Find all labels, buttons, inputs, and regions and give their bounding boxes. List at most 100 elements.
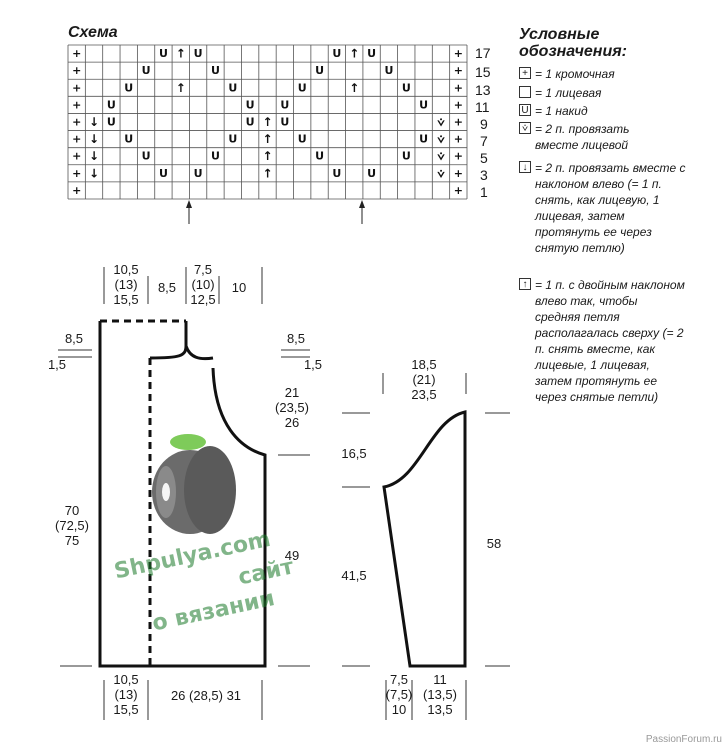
dim-sleeve-lower: 41,5 xyxy=(341,568,367,583)
double-dec-symbol: ↑ xyxy=(176,47,186,61)
edge-stitch-symbol: + xyxy=(454,150,463,163)
dim-shoulder-left: 8,5 xyxy=(64,331,84,346)
yarn-over-symbol: U xyxy=(228,133,237,146)
dim-shoulder-left-small: 1,5 xyxy=(47,357,67,372)
row-number: 5 xyxy=(480,150,488,166)
body-pattern-shape xyxy=(98,319,267,668)
legend-title-line: обозначения: xyxy=(519,43,627,60)
k2tog-symbol: ⩒ xyxy=(436,132,445,146)
yarn-over-symbol: U xyxy=(194,167,203,180)
sleeve-pattern-shape xyxy=(382,410,467,668)
edge-stitch-symbol: + xyxy=(454,133,463,146)
dim-sleeve-bottom-left: 7,5 (7,5) 10 xyxy=(385,672,413,717)
edge-stitch-symbol: + xyxy=(72,64,81,77)
arrow-up-icon: ↑ xyxy=(519,278,531,290)
dim-top-mid: 8,5 xyxy=(157,280,177,295)
yarn-over-symbol: U xyxy=(159,167,168,180)
legend-item-yarn-over: U = 1 накид xyxy=(519,103,719,119)
dim-bottom-width: 26 (28,5) 31 xyxy=(170,688,242,703)
edge-stitch-symbol: + xyxy=(454,64,463,77)
edge-stitch-symbol: + xyxy=(72,98,81,111)
edge-stitch-symbol: + xyxy=(72,150,81,163)
dim-side: 49 xyxy=(284,548,300,563)
yarn-over-symbol: U xyxy=(419,98,428,111)
dim-sleeve-bottom-right: 11 (13,5) 13,5 xyxy=(423,672,457,717)
yarn-spool-image xyxy=(140,430,250,540)
dim-shoulder-right-small: 1,5 xyxy=(303,357,323,372)
knit-stitch-icon xyxy=(519,86,531,98)
legend-item-k2tog-left: ↓ = 2 п. провязать вместе с наклоном вле… xyxy=(519,160,687,256)
yarn-over-symbol: U xyxy=(298,81,307,94)
dim-shoulder-right: 8,5 xyxy=(286,331,306,346)
dim-top-right: 10 xyxy=(231,280,247,295)
edge-stitch-symbol: + xyxy=(454,81,463,94)
yarn-over-symbol: U xyxy=(332,167,341,180)
scheme-title: Схема xyxy=(68,24,118,41)
yarn-over-symbol: U xyxy=(402,150,411,163)
legend-item-k2tog: ⩒ = 2 п. провязать вместе лицевой xyxy=(519,121,669,153)
yarn-over-symbol: U xyxy=(211,64,220,77)
yarn-over-symbol: U xyxy=(280,116,289,129)
yarn-over-symbol: U xyxy=(419,133,428,146)
yarn-over-symbol: U xyxy=(332,47,341,60)
yarn-over-symbol: U xyxy=(298,133,307,146)
double-dec-symbol: ↑ xyxy=(262,115,272,129)
yarn-over-symbol: U xyxy=(315,64,324,77)
yarn-over-symbol: U xyxy=(142,64,151,77)
row-number: 7 xyxy=(480,133,488,149)
footer-credit: PassionForum.ru xyxy=(645,734,722,745)
k2tog-left-symbol: ↓ xyxy=(89,149,99,163)
dim-armhole: 21 (23,5) 26 xyxy=(275,385,309,430)
row-number: 1 xyxy=(480,184,488,200)
k2tog-symbol: ⩒ xyxy=(436,166,445,180)
dim-bottom-left: 10,5 (13) 15,5 xyxy=(113,672,139,717)
dim-length: 70 (72,5) 75 xyxy=(55,503,89,548)
legend-item-edge: + = 1 кромочная xyxy=(519,66,719,82)
edge-stitch-symbol: + xyxy=(72,47,81,60)
k2tog-icon: ⩒ xyxy=(519,122,531,134)
edge-stitch-symbol: + xyxy=(72,81,81,94)
k2tog-left-symbol: ↓ xyxy=(89,115,99,129)
dimension-lines xyxy=(58,267,510,720)
row-number: 11 xyxy=(475,99,490,115)
yarn-over-icon: U xyxy=(519,104,531,116)
row-number: 13 xyxy=(475,82,491,98)
legend-title: Условные обозначения: xyxy=(519,26,627,60)
double-dec-symbol: ↑ xyxy=(262,132,272,146)
yarn-over-symbol: U xyxy=(159,47,168,60)
k2tog-left-symbol: ↓ xyxy=(89,132,99,146)
yarn-over-symbol: U xyxy=(142,150,151,163)
double-dec-symbol: ↑ xyxy=(262,149,272,163)
dim-sleeve-cap: 16,5 xyxy=(341,446,367,461)
double-dec-symbol: ↑ xyxy=(349,81,359,95)
double-dec-symbol: ↑ xyxy=(349,47,359,61)
edge-stitch-icon: + xyxy=(519,67,531,79)
arrow-down-icon: ↓ xyxy=(519,161,531,173)
row-number: 17 xyxy=(475,45,491,61)
dim-sleeve-total: 58 xyxy=(486,536,502,551)
dim-top-left: 10,5 (13) 15,5 xyxy=(113,262,139,307)
yarn-over-symbol: U xyxy=(124,81,133,94)
edge-stitch-symbol: + xyxy=(454,47,463,60)
double-dec-symbol: ↑ xyxy=(176,81,186,95)
row-number: 9 xyxy=(480,116,488,132)
k2tog-symbol: ⩒ xyxy=(436,115,445,129)
yarn-over-symbol: U xyxy=(246,98,255,111)
dim-sleeve-top: 18,5 (21) 23,5 xyxy=(411,357,437,402)
yarn-over-symbol: U xyxy=(124,133,133,146)
yarn-over-symbol: U xyxy=(228,81,237,94)
edge-stitch-symbol: + xyxy=(454,167,463,180)
yarn-over-symbol: U xyxy=(211,150,220,163)
legend-item-double-dec: ↑ = 1 п. с двойным наклоном влево так, ч… xyxy=(519,277,685,405)
row-number: 15 xyxy=(475,64,491,80)
yarn-over-symbol: U xyxy=(367,47,376,60)
yarn-over-symbol: U xyxy=(402,81,411,94)
edge-stitch-symbol: + xyxy=(72,167,81,180)
edge-stitch-symbol: + xyxy=(72,116,81,129)
yarn-over-symbol: U xyxy=(194,47,203,60)
k2tog-symbol: ⩒ xyxy=(436,149,445,163)
yarn-over-symbol: U xyxy=(384,64,393,77)
